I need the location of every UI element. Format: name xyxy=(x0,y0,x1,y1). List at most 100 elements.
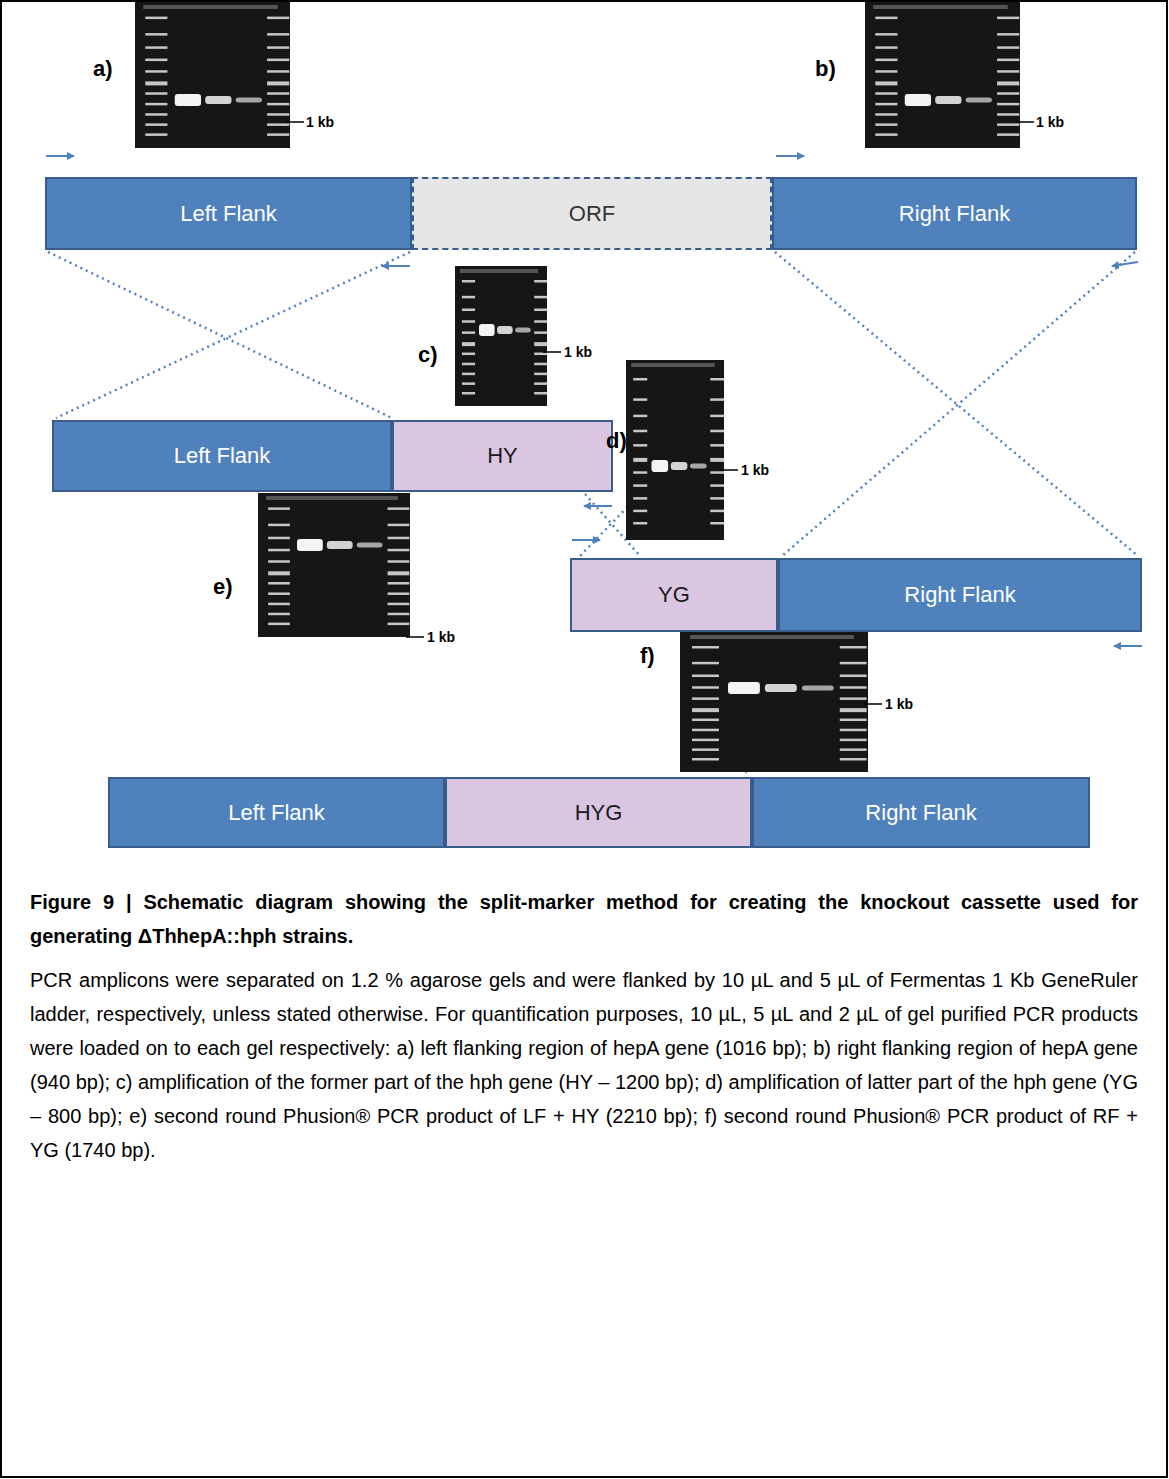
ladder-band xyxy=(534,373,547,376)
ladder-band xyxy=(633,471,647,474)
gel-wells xyxy=(631,363,715,367)
ladder-band xyxy=(145,103,167,106)
ladder-band xyxy=(840,748,867,751)
ladder-band xyxy=(710,458,724,462)
crossover-line xyxy=(782,252,1135,556)
ladder-band xyxy=(388,507,410,510)
ladder-band xyxy=(268,507,290,510)
gel-image xyxy=(626,360,724,540)
gel-background xyxy=(626,360,724,540)
ladder-band xyxy=(997,46,1019,49)
ladder-band xyxy=(997,92,1019,95)
ladder-band xyxy=(534,320,547,323)
ladder-band xyxy=(534,296,547,299)
ladder-band xyxy=(145,81,167,85)
marker-tick xyxy=(543,351,561,353)
ladder-band xyxy=(145,113,167,116)
ladder-band xyxy=(710,497,724,500)
ladder-band xyxy=(534,382,547,385)
orf-box: ORF xyxy=(412,177,772,250)
ladder-band xyxy=(840,758,867,761)
ladder-band xyxy=(267,59,289,62)
ladder-band xyxy=(840,646,867,649)
gel-image xyxy=(455,266,547,406)
marker-box: YG xyxy=(570,558,778,632)
gel-background xyxy=(258,493,410,637)
ladder-band xyxy=(388,549,410,552)
panel-letter: b) xyxy=(815,56,836,82)
ladder-band xyxy=(692,719,719,722)
primer-arrow xyxy=(776,155,804,157)
ladder-band xyxy=(692,708,719,712)
ladder-band xyxy=(268,571,290,575)
ladder-band xyxy=(388,613,410,616)
sample-band xyxy=(690,464,707,469)
ladder-band xyxy=(534,392,547,395)
ladder-band xyxy=(267,123,289,126)
gel-wells xyxy=(266,496,398,500)
ladder-band xyxy=(840,675,867,678)
gel-background xyxy=(865,2,1020,148)
ladder-band xyxy=(268,549,290,552)
panel-letter: a) xyxy=(93,56,113,82)
marker-box: HY xyxy=(392,420,613,492)
ladder-band xyxy=(633,522,647,525)
primer-arrow xyxy=(1114,645,1142,647)
ladder-band xyxy=(267,133,289,136)
sample-band xyxy=(966,98,992,103)
sample-band xyxy=(497,326,513,334)
marker-box: HYG xyxy=(445,777,752,848)
ladder-band xyxy=(462,373,475,376)
ladder-band xyxy=(875,92,897,95)
ladder-band xyxy=(997,113,1019,116)
gel-wells xyxy=(460,269,538,273)
ladder-band xyxy=(875,113,897,116)
ladder-band xyxy=(875,59,897,62)
ladder-band xyxy=(633,398,647,401)
ladder-band xyxy=(534,309,547,312)
marker-tick xyxy=(864,703,882,705)
size-marker: 1 kb xyxy=(427,629,455,645)
size-marker: 1 kb xyxy=(564,344,592,360)
ladder-band xyxy=(692,686,719,689)
ladder-band xyxy=(462,331,475,334)
size-marker: 1 kb xyxy=(1036,114,1064,130)
marker-tick xyxy=(406,636,424,638)
sample-band xyxy=(905,94,931,106)
ladder-band xyxy=(267,113,289,116)
ladder-band xyxy=(462,353,475,356)
ladder-band xyxy=(388,623,410,626)
ladder-band xyxy=(840,739,867,742)
ladder-band xyxy=(710,378,724,381)
sample-band xyxy=(515,328,531,333)
ladder-band xyxy=(145,123,167,126)
sample-band xyxy=(802,686,834,691)
ladder-band xyxy=(462,382,475,385)
gel-wells xyxy=(143,5,277,9)
primer-arrow xyxy=(46,155,74,157)
sample-band xyxy=(935,96,961,104)
ladder-band xyxy=(462,342,475,346)
ladder-band xyxy=(692,646,719,649)
ladder-band xyxy=(534,280,547,283)
ladder-band xyxy=(710,398,724,401)
box-label: Right Flank xyxy=(865,800,976,826)
ladder-band xyxy=(692,697,719,700)
ladder-band xyxy=(710,522,724,525)
size-marker: 1 kb xyxy=(741,462,769,478)
gel-background xyxy=(135,2,290,148)
sample-band xyxy=(671,462,688,470)
ladder-band xyxy=(388,537,410,540)
ladder-band xyxy=(267,92,289,95)
ladder-band xyxy=(268,603,290,606)
gel-background xyxy=(455,266,547,406)
box-label: HY xyxy=(487,443,518,469)
ladder-band xyxy=(875,46,897,49)
flank-box: Left Flank xyxy=(52,420,392,492)
ladder-band xyxy=(145,59,167,62)
ladder-band xyxy=(268,560,290,563)
ladder-band xyxy=(692,739,719,742)
crossover-lines xyxy=(48,252,1138,556)
primer-arrows xyxy=(46,156,1142,772)
